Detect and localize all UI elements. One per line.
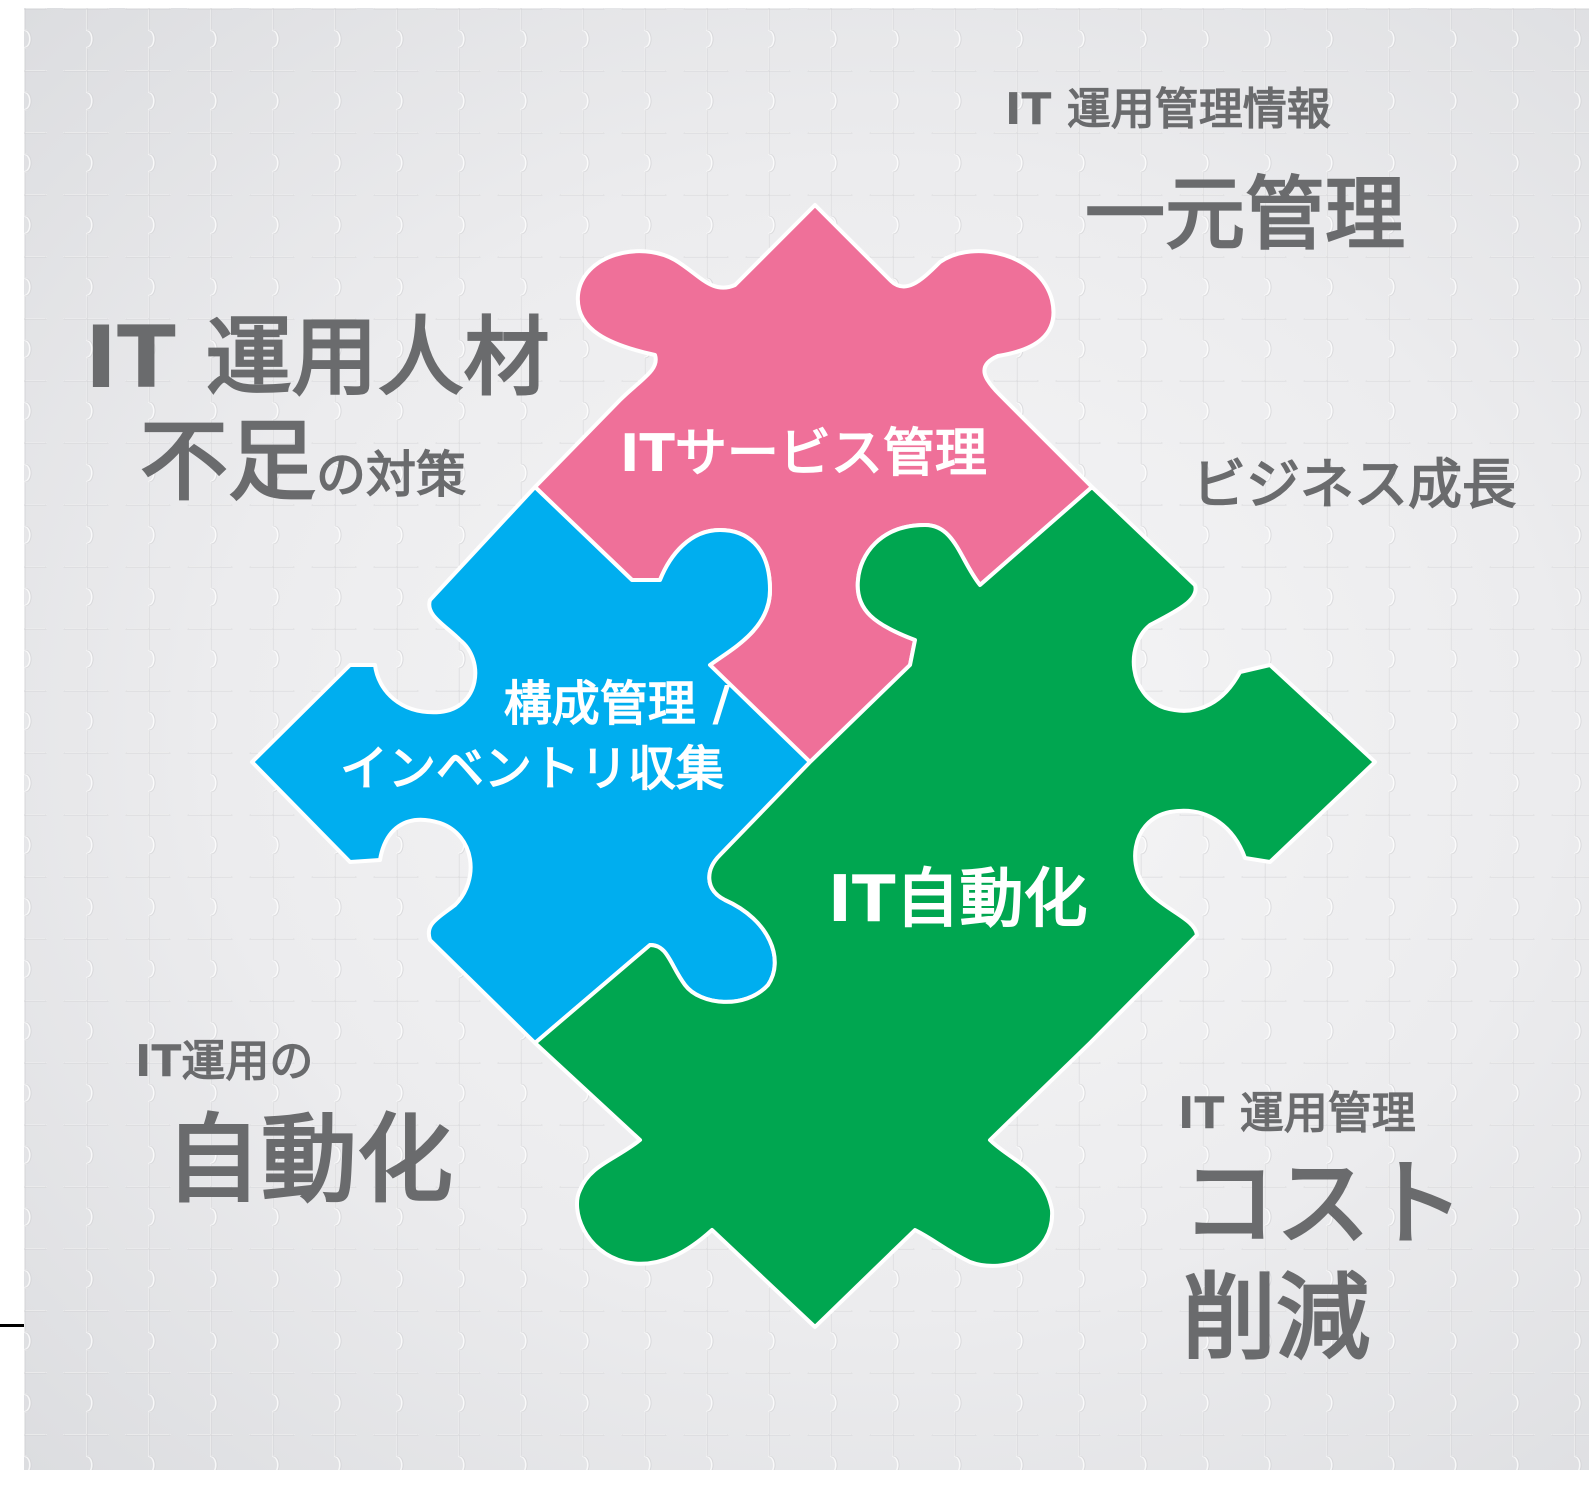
caption-centralized-management: 一元管理 xyxy=(1085,168,1405,261)
piece-label-it-automation: IT自動化 xyxy=(828,863,1088,937)
caption-it-ops-info: IT 運用管理情報 xyxy=(1005,84,1331,135)
caption-countermeasure: の対策 xyxy=(316,446,467,504)
puzzle-piece-it-automation xyxy=(533,485,1377,1329)
caption-automation: 自動化 xyxy=(165,1104,453,1216)
left-edge-rule xyxy=(0,1324,38,1327)
caption-cost: コスト xyxy=(1182,1150,1465,1259)
caption-it-ops-of: IT運用の xyxy=(135,1036,314,1087)
piece-label-configuration-line2: インベントリ収集 xyxy=(340,741,725,797)
caption-shortage-line: 不足の対策 xyxy=(140,418,466,506)
caption-it-ops-staff: IT 運用人材 xyxy=(85,308,550,408)
caption-it-ops-management: IT 運用管理 xyxy=(1178,1088,1416,1139)
piece-label-service-management: ITサービス管理 xyxy=(620,424,987,484)
caption-business-growth: ビジネス成長 xyxy=(1192,453,1516,516)
caption-shortage: 不足 xyxy=(140,410,317,513)
caption-reduction: 削減 xyxy=(1182,1264,1371,1373)
piece-label-configuration-line1: 構成管理 / xyxy=(503,676,730,732)
